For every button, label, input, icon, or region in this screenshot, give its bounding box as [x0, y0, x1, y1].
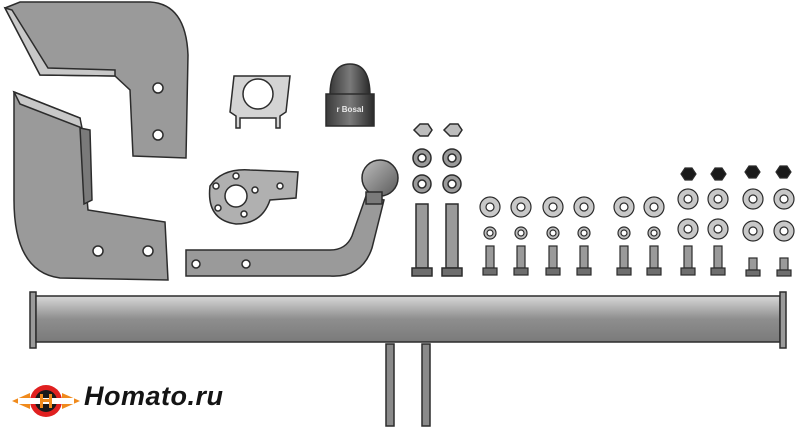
- brand-name: Homato.ru: [84, 381, 224, 411]
- nut-bolt-sets: [677, 165, 795, 277]
- upper-bracket: [3, 1, 189, 159]
- bolt-set: [773, 165, 795, 277]
- bolt-set: [613, 196, 635, 276]
- bolt-set: [573, 196, 595, 276]
- tow-ball-arm: [185, 159, 399, 277]
- socket-bracket: [229, 75, 291, 129]
- bolt-set: [742, 165, 764, 277]
- bolt-set: [707, 167, 729, 276]
- ball-cover: r Bosal: [325, 63, 375, 127]
- large-bolts: [411, 123, 463, 277]
- bolt-set: [542, 196, 564, 276]
- bolt-set: [479, 196, 501, 276]
- socket-plate: [208, 169, 299, 225]
- bolt-set: [510, 196, 532, 276]
- ball-cover-label: r Bosal: [336, 105, 363, 114]
- bolt-set: [677, 167, 699, 276]
- small-bolt-sets: [479, 196, 665, 276]
- homato-logo-icon: [12, 385, 80, 417]
- cross-beam: [29, 291, 787, 427]
- bolt-set: [643, 196, 665, 276]
- lower-bracket: [12, 90, 169, 281]
